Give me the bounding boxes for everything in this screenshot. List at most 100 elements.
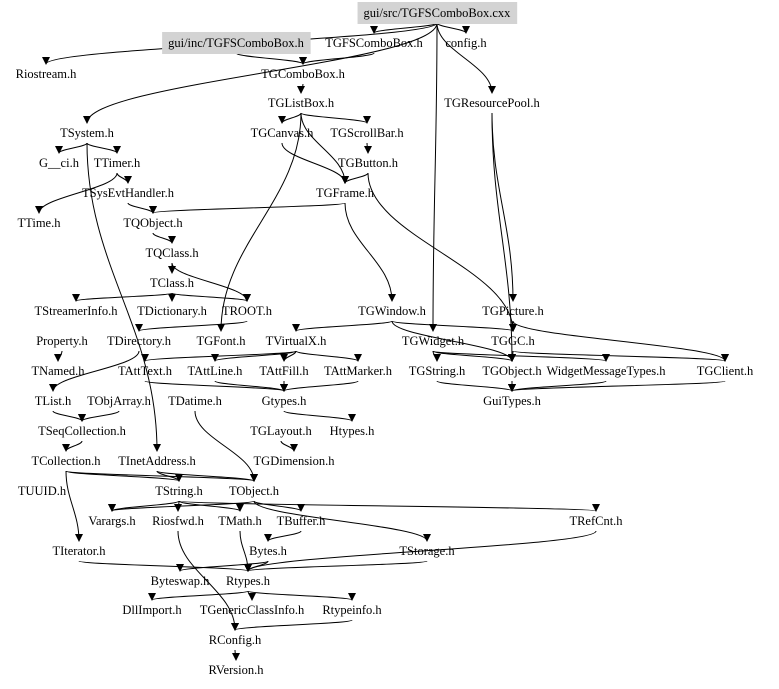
graph-node-rversion[interactable]: RVersion.h bbox=[209, 663, 265, 677]
graph-node-tqclass[interactable]: TQClass.h bbox=[145, 246, 199, 260]
edge-ttimer-to-tsysevthandler bbox=[116, 172, 132, 184]
graph-node-troot[interactable]: TROOT.h bbox=[222, 304, 273, 318]
edge-riosfwd-to-rconfig bbox=[177, 530, 239, 631]
graph-node-tgstring[interactable]: TGString.h bbox=[409, 364, 466, 378]
edge-tglistbox-to-tgscrollbar bbox=[300, 112, 371, 124]
edge-tgstring-to-guitypes bbox=[436, 380, 516, 392]
graph-node-tgenericclassinfo[interactable]: TGenericClassInfo.h bbox=[200, 603, 305, 617]
graph-node-riostream[interactable]: Riostream.h bbox=[16, 67, 78, 81]
graph-node-tattmarker[interactable]: TAttMarker.h bbox=[324, 364, 393, 378]
graph-node-guitypes[interactable]: GuiTypes.h bbox=[483, 394, 542, 408]
edge-tdatime-to-tobject bbox=[194, 410, 258, 482]
graph-node-config[interactable]: config.h bbox=[445, 36, 487, 50]
graph-node-tstreamerinfo[interactable]: TStreamerInfo.h bbox=[35, 304, 119, 318]
graph-node-ttimer[interactable]: TTimer.h bbox=[94, 156, 141, 170]
graph-node-rconfig[interactable]: RConfig.h bbox=[209, 633, 262, 647]
graph-node-tnamed[interactable]: TNamed.h bbox=[31, 364, 85, 378]
graph-node-tobject[interactable]: TObject.h bbox=[229, 484, 280, 498]
edge-tobjarray-to-tseqcollection bbox=[78, 410, 120, 422]
edge-rconfig-to-rversion bbox=[231, 649, 240, 661]
node-label: TObjArray.h bbox=[87, 394, 152, 408]
graph-node-tgwindow[interactable]: TGWindow.h bbox=[358, 304, 427, 318]
graph-node-widgetmessagetypes[interactable]: WidgetMessageTypes.h bbox=[546, 364, 666, 378]
edge-tgbutton-to-tggc bbox=[367, 172, 517, 332]
graph-node-tstorage[interactable]: TStorage.h bbox=[399, 544, 455, 558]
edge-tdirectory-to-tlist bbox=[49, 350, 140, 392]
node-label: TSystem.h bbox=[60, 126, 115, 140]
graph-node-tattfill[interactable]: TAttFill.h bbox=[259, 364, 309, 378]
edge-tobject-to-tstorage bbox=[253, 500, 431, 542]
graph-node-tgcanvas[interactable]: TGCanvas.h bbox=[251, 126, 315, 140]
graph-node-tdatime[interactable]: TDatime.h bbox=[168, 394, 223, 408]
graph-node-tclass[interactable]: TClass.h bbox=[150, 276, 195, 290]
graph-node-titerator[interactable]: TIterator.h bbox=[52, 544, 106, 558]
edge-tsysevthandler-to-tqobject bbox=[127, 202, 157, 214]
graph-node-tglistbox[interactable]: TGListBox.h bbox=[268, 96, 335, 110]
graph-node-htypes[interactable]: Htypes.h bbox=[330, 424, 376, 438]
graph-node-tstring[interactable]: TString.h bbox=[155, 484, 203, 498]
edge-tinetaddress-to-tstring bbox=[156, 470, 183, 482]
graph-node-tbuffer[interactable]: TBuffer.h bbox=[277, 514, 326, 528]
graph-node-tgclient[interactable]: TGClient.h bbox=[697, 364, 754, 378]
graph-node-bytes[interactable]: Bytes.h bbox=[249, 544, 288, 558]
graph-node-gtypes[interactable]: Gtypes.h bbox=[262, 394, 308, 408]
graph-node-tglayout[interactable]: TGLayout.h bbox=[250, 424, 312, 438]
graph-node-tdictionary[interactable]: TDictionary.h bbox=[137, 304, 207, 318]
edges-layer bbox=[35, 22, 729, 661]
graph-node-tvirtualx[interactable]: TVirtualX.h bbox=[266, 334, 327, 348]
node-label: RConfig.h bbox=[209, 633, 262, 647]
graph-node-tgframe[interactable]: TGFrame.h bbox=[316, 186, 375, 200]
graph-node-tatttext[interactable]: TAttText.h bbox=[118, 364, 173, 378]
graph-node-tggc[interactable]: TGGC.h bbox=[491, 334, 535, 348]
graph-node-tgfscombobox[interactable]: TGFSComboBox.h bbox=[325, 36, 423, 50]
node-label: TROOT.h bbox=[222, 304, 273, 318]
graph-node-tmath[interactable]: TMath.h bbox=[218, 514, 262, 528]
node-label: TDirectory.h bbox=[107, 334, 172, 348]
graph-node-tgbutton[interactable]: TGButton.h bbox=[338, 156, 399, 170]
graph-node-dllimport[interactable]: DllImport.h bbox=[122, 603, 182, 617]
graph-node-ttime[interactable]: TTime.h bbox=[18, 216, 62, 230]
graph-node-g__ci[interactable]: G__ci.h bbox=[39, 156, 80, 170]
node-label: G__ci.h bbox=[39, 156, 80, 170]
node-label: TGListBox.h bbox=[268, 96, 335, 110]
graph-node-tgobject[interactable]: TGObject.h bbox=[482, 364, 542, 378]
node-label: TAttLine.h bbox=[188, 364, 244, 378]
edge-tstring-to-trefcnt bbox=[178, 500, 600, 512]
graph-node-tattline[interactable]: TAttLine.h bbox=[188, 364, 244, 378]
graph-node-tobjarray[interactable]: TObjArray.h bbox=[87, 394, 152, 408]
edge-tstorage-to-rtypes bbox=[244, 560, 428, 572]
graph-node-varargs[interactable]: Varargs.h bbox=[88, 514, 136, 528]
graph-node-tinetaddress[interactable]: TInetAddress.h bbox=[118, 454, 196, 468]
graph-node-tseqcollection[interactable]: TSeqCollection.h bbox=[38, 424, 127, 438]
edge-tsystem-to-ttimer bbox=[86, 142, 121, 154]
graph-node-tdirectory[interactable]: TDirectory.h bbox=[107, 334, 172, 348]
graph-node-tgpicture[interactable]: TGPicture.h bbox=[482, 304, 544, 318]
edge-trefcnt-to-rtypes bbox=[244, 530, 597, 572]
graph-node-rtypes[interactable]: Rtypes.h bbox=[226, 574, 271, 588]
graph-node-tcollection[interactable]: TCollection.h bbox=[31, 454, 101, 468]
graph-node-tgwidget[interactable]: TGWidget.h bbox=[402, 334, 465, 348]
graph-node-inc[interactable]: gui/inc/TGFSComboBox.h bbox=[162, 32, 311, 54]
graph-node-trefcnt[interactable]: TRefCnt.h bbox=[569, 514, 623, 528]
graph-node-tuuid[interactable]: TUUID.h bbox=[18, 484, 67, 498]
graph-node-tgcombobox[interactable]: TGComboBox.h bbox=[261, 67, 345, 81]
edge-titerator-to-rtypes bbox=[78, 560, 252, 572]
graph-node-cxx[interactable]: gui/src/TGFSComboBox.cxx bbox=[357, 2, 518, 24]
graph-node-property[interactable]: Property.h bbox=[36, 334, 88, 348]
graph-node-tgdimension[interactable]: TGDimension.h bbox=[254, 454, 336, 468]
graph-node-byteswap[interactable]: Byteswap.h bbox=[151, 574, 210, 588]
graph-node-riosfwd[interactable]: Riosfwd.h bbox=[152, 514, 204, 528]
graph-node-rtypeinfo[interactable]: Rtypeinfo.h bbox=[322, 603, 382, 617]
edge-tglistbox-to-tgfont bbox=[217, 112, 302, 332]
node-label: Rtypes.h bbox=[226, 574, 271, 588]
graph-node-tqobject[interactable]: TQObject.h bbox=[123, 216, 183, 230]
edge-cxx-to-tgfscombobox bbox=[370, 22, 438, 34]
graph-node-tgfont[interactable]: TGFont.h bbox=[197, 334, 247, 348]
graph-node-tlist[interactable]: TList.h bbox=[35, 394, 72, 408]
edge-tgresourcepool-to-tgobject bbox=[491, 112, 516, 362]
graph-node-tsystem[interactable]: TSystem.h bbox=[60, 126, 115, 140]
graph-node-tgresourcepool[interactable]: TGResourcePool.h bbox=[444, 96, 540, 110]
edge-rtypes-to-rtypeinfo bbox=[247, 590, 356, 601]
graph-node-tgscrollbar[interactable]: TGScrollBar.h bbox=[330, 126, 404, 140]
graph-node-tsysevthandler[interactable]: TSysEvtHandler.h bbox=[82, 186, 175, 200]
